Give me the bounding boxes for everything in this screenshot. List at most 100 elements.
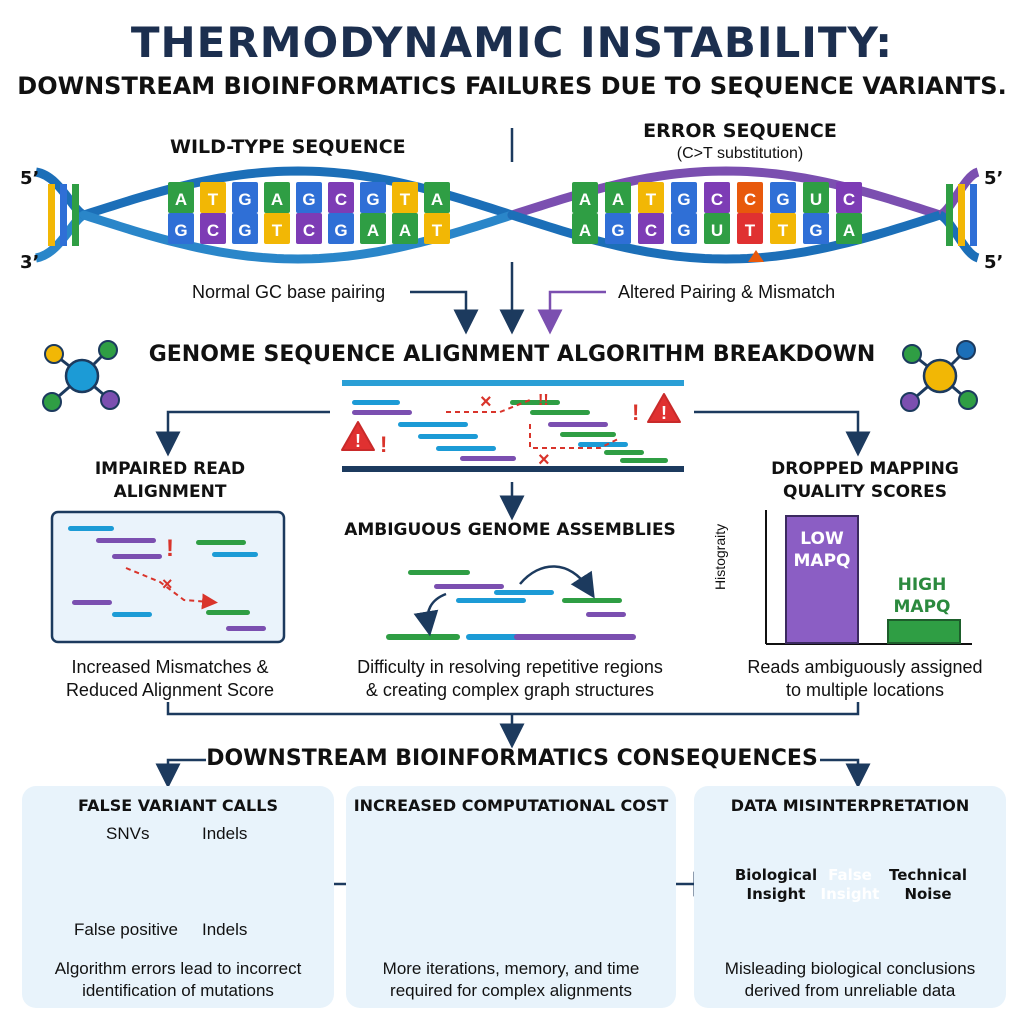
normal-pairing-caption: Normal GC base pairing [192,282,386,302]
assembly-read [562,598,622,603]
alignment-heading: GENOME SEQUENCE ALIGNMENT ALGORITHM BREA… [148,342,876,367]
error-base-pair-bottom [605,213,631,244]
alignment-read [548,422,608,427]
error-base-pair-top-letter: U [810,190,822,209]
alignment-read [620,458,668,463]
helix-end-rung [970,184,977,246]
consequence-arrow-right [820,758,871,789]
warning-triangle-icon-mark: ! [661,403,667,423]
assembly-read [456,598,526,603]
molecule-icon-left-atom [44,344,64,364]
error-base-pair-top [737,182,763,213]
helix-end-rung [72,184,79,246]
wild-base-pair-top-letter: G [366,190,379,209]
strand-end-5-right-bottom: 5’ [984,252,1004,273]
reference-bar-top [342,380,684,386]
error-base-pair-top [704,182,730,213]
branch-arrow-right [694,410,871,457]
error-base-pair-top [638,182,664,213]
wild-base-pair-bottom-letter: A [399,221,411,240]
error-base-pair-top-letter: G [776,190,789,209]
mapq-bar-low [785,515,859,644]
error-base-pair-bottom [638,213,664,244]
wild-base-pair-top-letter: A [431,190,443,209]
error-base-pair-bottom [836,213,862,244]
alignment-read [352,400,400,405]
wild-base-pair-bottom-letter: T [272,221,283,240]
warning-triangle-icon [341,421,375,451]
error-base-pair-top [803,182,829,213]
error-base-pair-top [671,182,697,213]
error-base-pair-bottom [803,213,829,244]
wild-base-pair-bottom [392,213,418,244]
alignment-read [560,432,616,437]
page-subtitle: DOWNSTREAM BIOINFORMATICS FAILURES DUE T… [17,72,1007,100]
molecule-icon-right-atom [900,392,920,412]
consequence-arrow-left [155,758,206,789]
wild-base-pair-bottom [296,213,322,244]
snv-label: SNVs [106,824,150,843]
assembly-loop-arrow [413,592,447,637]
wild-base-pair-bottom-letter: G [238,221,251,240]
alignment-read [460,456,516,461]
alignment-read [418,434,478,439]
mismatch-x-mark: × [480,391,492,413]
page-title: THERMODYNAMIC INSTABILITY: [130,18,894,67]
helix-end-rung [946,184,953,246]
wild-base-pair-top-letter: A [175,190,187,209]
false-variant-panel [22,786,334,1008]
indel-label-top: Indels [202,824,248,843]
molecule-icon-right-atom [958,390,978,410]
strand-end-5-left: 5’ [20,168,40,189]
molecule-icon-right-atom [956,340,976,360]
error-base-pair-top-letter: C [711,190,723,209]
impaired-read [112,612,152,617]
wild-base-pair-top-letter: T [400,190,411,209]
data-misinterpretation-title: DATA MISINTERPRETATION [730,796,970,815]
wild-base-pair-bottom-letter: G [334,221,347,240]
warning-exclamation: ! [380,432,387,457]
impaired-read [196,540,246,545]
impaired-alignment-title: IMPAIRED READ ALIGNMENT [94,459,246,502]
wild-base-pair-bottom [200,213,226,244]
helix-end-rung [60,184,67,246]
error-base-pair-top-letter: A [612,190,624,209]
error-base-pair-top-letter: A [579,190,591,209]
impaired-read [212,552,258,557]
wild-base-pair-top-letter: G [238,190,251,209]
ambiguous-assemblies-title: AMBIGUOUS GENOME ASSEMBLIES [344,520,676,540]
wild-base-pair-bottom-letter: C [207,221,219,240]
error-base-pair-bottom-letter: G [809,221,822,240]
mapping-quality-caption: Reads ambiguously assigned to multiple l… [747,657,983,700]
altered-to-alignment-arrow [537,290,606,335]
wild-base-pair-top-letter: G [302,190,315,209]
assembly-read [494,590,554,595]
warning-exclamation: !! [538,392,549,409]
error-base-pair-top-letter: C [843,190,855,209]
wild-base-pair-top [424,182,450,213]
reference-bar-bottom [342,466,684,472]
alignment-read [530,410,590,415]
wild-base-pair-top-letter: T [208,190,219,209]
wild-base-pair-top-letter: C [335,190,347,209]
false-positive-label: False positive [74,920,178,939]
mismatch-x-mark: × [538,449,550,471]
data-misinterpretation-panel [694,786,1006,1008]
error-base-pair-top [605,182,631,213]
error-base-pair-bottom [737,213,763,244]
alignment-read [578,442,628,447]
wild-base-pair-bottom [360,213,386,244]
error-base-pair-bottom-letter: C [645,221,657,240]
molecule-icon-left-atom [100,390,120,410]
venn-false-insight: False Insight [820,866,880,903]
assembly-loop-arrow [519,565,595,599]
wild-base-pair-bottom [424,213,450,244]
assembly-read [586,612,626,617]
mapq-bar-high [887,619,961,644]
wild-base-pair-bottom-letter: G [174,221,187,240]
error-base-pair-top [836,182,862,213]
wild-base-pair-top [392,182,418,213]
assembly-contig [386,634,460,640]
normal-to-alignment-arrow [410,290,479,335]
assembly-contig [574,634,636,640]
